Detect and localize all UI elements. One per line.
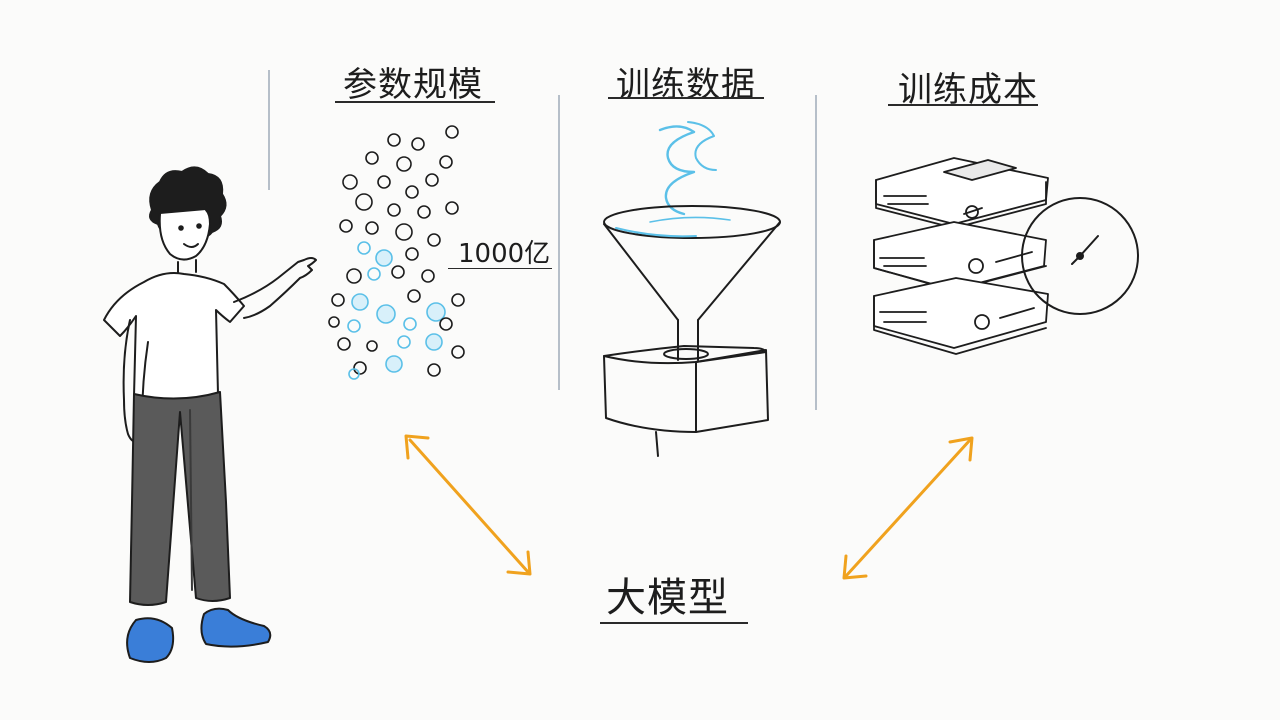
arrow-left <box>404 434 532 576</box>
center-title: 大模型 <box>606 575 729 621</box>
cost-title-underline <box>888 104 1038 106</box>
parameter-dots-icon <box>328 125 465 380</box>
center-title-underline <box>600 622 748 624</box>
divider-left <box>268 70 270 190</box>
divider-middle-right <box>815 95 817 410</box>
cost-title: 训练成本 <box>898 70 1038 110</box>
divider-middle-left <box>558 95 560 390</box>
funnel-icon <box>603 121 781 457</box>
params-callout-underline <box>448 268 552 269</box>
clock-icon <box>1021 197 1139 315</box>
person-icon <box>103 166 317 663</box>
params-callout: 1000亿 <box>458 239 551 269</box>
data-title-underline <box>608 97 764 99</box>
params-title: 参数规模 <box>343 65 483 105</box>
params-title-underline <box>335 101 495 103</box>
server-stack-icon <box>873 157 1049 355</box>
arrow-right <box>842 436 974 580</box>
